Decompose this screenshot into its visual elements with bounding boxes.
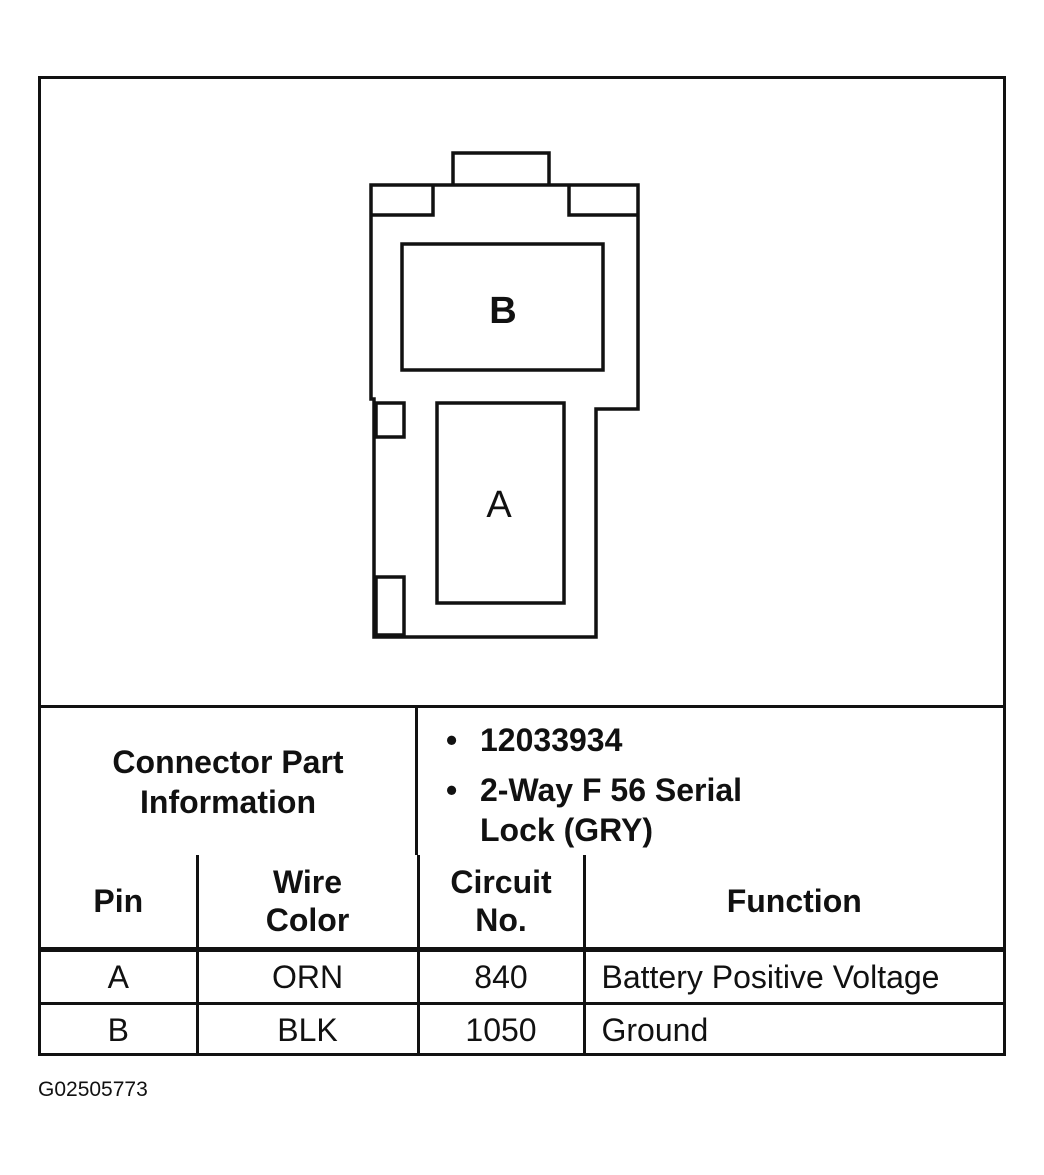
cell-circuit: 1050 [416,1002,586,1055]
connector-part-information-row: Connector Part Information • 12033934 • … [41,705,1003,855]
table-row: A ORN 840 Battery Positive Voltage [41,948,1003,1005]
table-header-row: Pin Wire Color Circuit No. Function [41,855,1003,951]
bullet-icon: • [446,772,458,808]
connector-latch-lower [374,575,406,637]
connector-part-info-list: • 12033934 • 2-Way F 56 Serial Lock (GRY… [418,708,1003,855]
bullet-icon: • [446,722,458,758]
connector-top-tab [451,151,551,185]
cell-function: Battery Positive Voltage [582,948,1003,1005]
header-circuit-no: Circuit No. [416,855,586,951]
info-label-line2: Information [140,783,316,820]
cell-circuit: 840 [416,948,586,1005]
info-item-description: • 2-Way F 56 Serial [446,772,743,808]
cavity-b-label: B [489,290,516,332]
info-item-part-number: • 12033934 [446,722,623,758]
info-label-line1: Connector Part [112,743,344,780]
cavity-a-label: A [486,484,512,526]
connector-face-diagram: B A [41,79,1003,705]
header-pin: Pin [41,855,199,951]
cell-wire-color: ORN [195,948,420,1005]
pin-function-table: Pin Wire Color Circuit No. Function A OR… [41,855,1003,1055]
figure-id: G02505773 [38,1078,148,1101]
cell-function: Ground [582,1002,1003,1055]
connector-left-notch [371,185,435,217]
info-item-description-cont: Lock (GRY) [480,812,654,848]
connector-latch-upper [374,401,406,439]
header-function: Function [582,855,1003,951]
connector-face-svg: B A [369,151,640,639]
connector-part-info-label: Connector Part Information [41,708,418,855]
header-wire-color: Wire Color [195,855,420,951]
cell-pin: B [41,1002,199,1055]
cavity-a [435,401,566,605]
cell-pin: A [41,948,199,1005]
table-row: B BLK 1050 Ground [41,1002,1003,1055]
cell-wire-color: BLK [195,1002,420,1055]
connector-right-notch [567,185,638,217]
connector-figure-frame: B A Connector Part Information • 1203393… [38,76,1006,1056]
cavity-b [400,242,605,372]
connector-outline [369,183,640,639]
